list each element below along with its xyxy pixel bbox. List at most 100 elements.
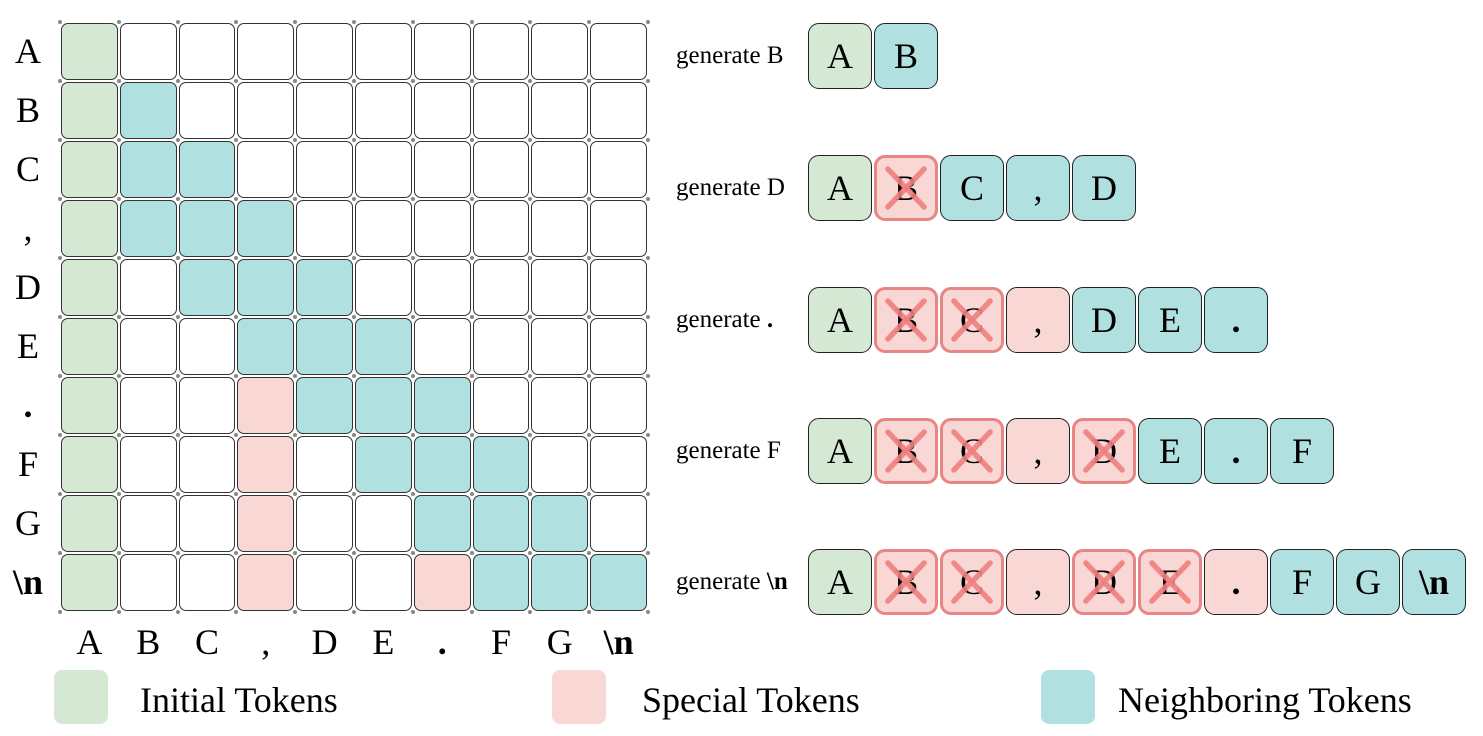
step-caption-token: \n	[766, 568, 788, 595]
sequence-token-text: ,	[1033, 300, 1043, 340]
grid-intersection	[646, 197, 650, 201]
matrix-column-label: A	[76, 622, 103, 662]
grid-intersection	[58, 492, 62, 496]
matrix-cell	[413, 495, 471, 552]
matrix-cell	[590, 377, 647, 434]
grid-intersection	[116, 20, 121, 24]
matrix-cell	[413, 318, 471, 375]
sequence-token-text: .	[1231, 562, 1241, 602]
matrix-row-label: ,	[23, 208, 33, 248]
sequence-token-neighbor: ,	[1006, 155, 1070, 221]
matrix-cell	[296, 377, 353, 434]
matrix-cell	[178, 318, 236, 375]
matrix-cell	[531, 82, 589, 139]
sequence-token-initial: A	[808, 155, 872, 221]
matrix-cell	[355, 495, 412, 552]
matrix-cell	[237, 554, 295, 611]
grid-intersection	[175, 256, 180, 260]
sequence-token-text: B	[893, 36, 918, 76]
matrix-cell	[355, 554, 412, 611]
grid-intersection	[587, 197, 592, 201]
grid-intersection	[469, 551, 474, 555]
matrix-cell	[531, 141, 589, 198]
step-caption-prefix: generate	[676, 306, 767, 333]
grid-intersection	[646, 374, 650, 378]
grid-intersection	[587, 138, 592, 142]
grid-intersection	[528, 315, 533, 319]
grid-intersection	[352, 610, 356, 614]
matrix-column-label: \n	[603, 622, 634, 662]
matrix-row-label: D	[15, 267, 41, 307]
sequence-token-text: E	[1159, 562, 1181, 602]
sequence-token-neighbor: D	[1072, 287, 1136, 353]
matrix-cell	[119, 82, 177, 139]
grid-intersection	[587, 79, 592, 83]
grid-intersection	[293, 197, 298, 201]
sequence-token-text: B	[893, 431, 918, 471]
sequence-token-neighbor: \n	[1402, 549, 1466, 615]
grid-intersection	[410, 492, 415, 496]
sequence-token-text: B	[893, 300, 918, 340]
sequence-token-text: .	[1231, 300, 1241, 340]
grid-intersection	[410, 79, 415, 83]
sequence-token-removed: B	[874, 549, 938, 615]
matrix-cell	[296, 436, 353, 493]
grid-intersection	[116, 492, 121, 496]
grid-intersection	[293, 433, 298, 437]
matrix-cell	[413, 436, 471, 493]
grid-intersection	[234, 197, 239, 201]
matrix-cell	[119, 141, 177, 198]
sequence-token-text: ,	[1033, 168, 1043, 208]
matrix-cell	[237, 377, 295, 434]
grid-intersection	[469, 610, 474, 614]
step-caption-prefix: generate	[676, 437, 767, 464]
sequence-token-neighbor: F	[1270, 418, 1334, 484]
grid-intersection	[116, 256, 121, 260]
matrix-column-label: C	[194, 622, 219, 662]
legend-swatch	[1041, 670, 1095, 724]
grid-intersection	[646, 315, 650, 319]
matrix-cell	[237, 200, 295, 257]
legend-label: Initial Tokens	[140, 680, 338, 720]
sequence-token-neighbor: E	[1138, 418, 1202, 484]
matrix-cell	[119, 23, 177, 80]
sequence-token-text: A	[827, 300, 853, 340]
grid-intersection	[587, 256, 592, 260]
step-caption: generate D	[676, 175, 785, 200]
matrix-cell	[531, 200, 589, 257]
sequence-token-initial: A	[808, 418, 872, 484]
sequence-token-neighbor: G	[1336, 549, 1400, 615]
sequence-token-text: D	[1091, 431, 1117, 471]
grid-intersection	[58, 138, 62, 142]
matrix-cell	[590, 318, 647, 375]
grid-intersection	[587, 315, 592, 319]
matrix-cell	[531, 436, 589, 493]
sequence-token-removed: C	[940, 418, 1004, 484]
sequence-token-neighbor: .	[1204, 418, 1268, 484]
grid-intersection	[469, 138, 474, 142]
matrix-cell	[61, 259, 118, 316]
matrix-cell	[590, 23, 647, 80]
matrix-cell	[413, 554, 471, 611]
grid-intersection	[410, 374, 415, 378]
matrix-cell	[237, 141, 295, 198]
matrix-cell	[178, 259, 236, 316]
sequence-token-text: D	[1091, 300, 1117, 340]
matrix-cell	[237, 318, 295, 375]
matrix-column-label: .	[437, 622, 447, 662]
grid-intersection	[175, 315, 180, 319]
grid-intersection	[175, 79, 180, 83]
grid-intersection	[587, 610, 592, 614]
step-caption: generate .	[676, 307, 773, 332]
grid-intersection	[116, 374, 121, 378]
sequence-token-text: F	[1291, 562, 1313, 602]
matrix-cell	[296, 318, 353, 375]
matrix-cell	[472, 495, 530, 552]
grid-intersection	[410, 551, 415, 555]
grid-intersection	[469, 20, 474, 24]
matrix-cell	[296, 554, 353, 611]
grid-intersection	[646, 433, 650, 437]
matrix-column-label: E	[372, 622, 395, 662]
matrix-cell	[413, 141, 471, 198]
matrix-cell	[590, 436, 647, 493]
